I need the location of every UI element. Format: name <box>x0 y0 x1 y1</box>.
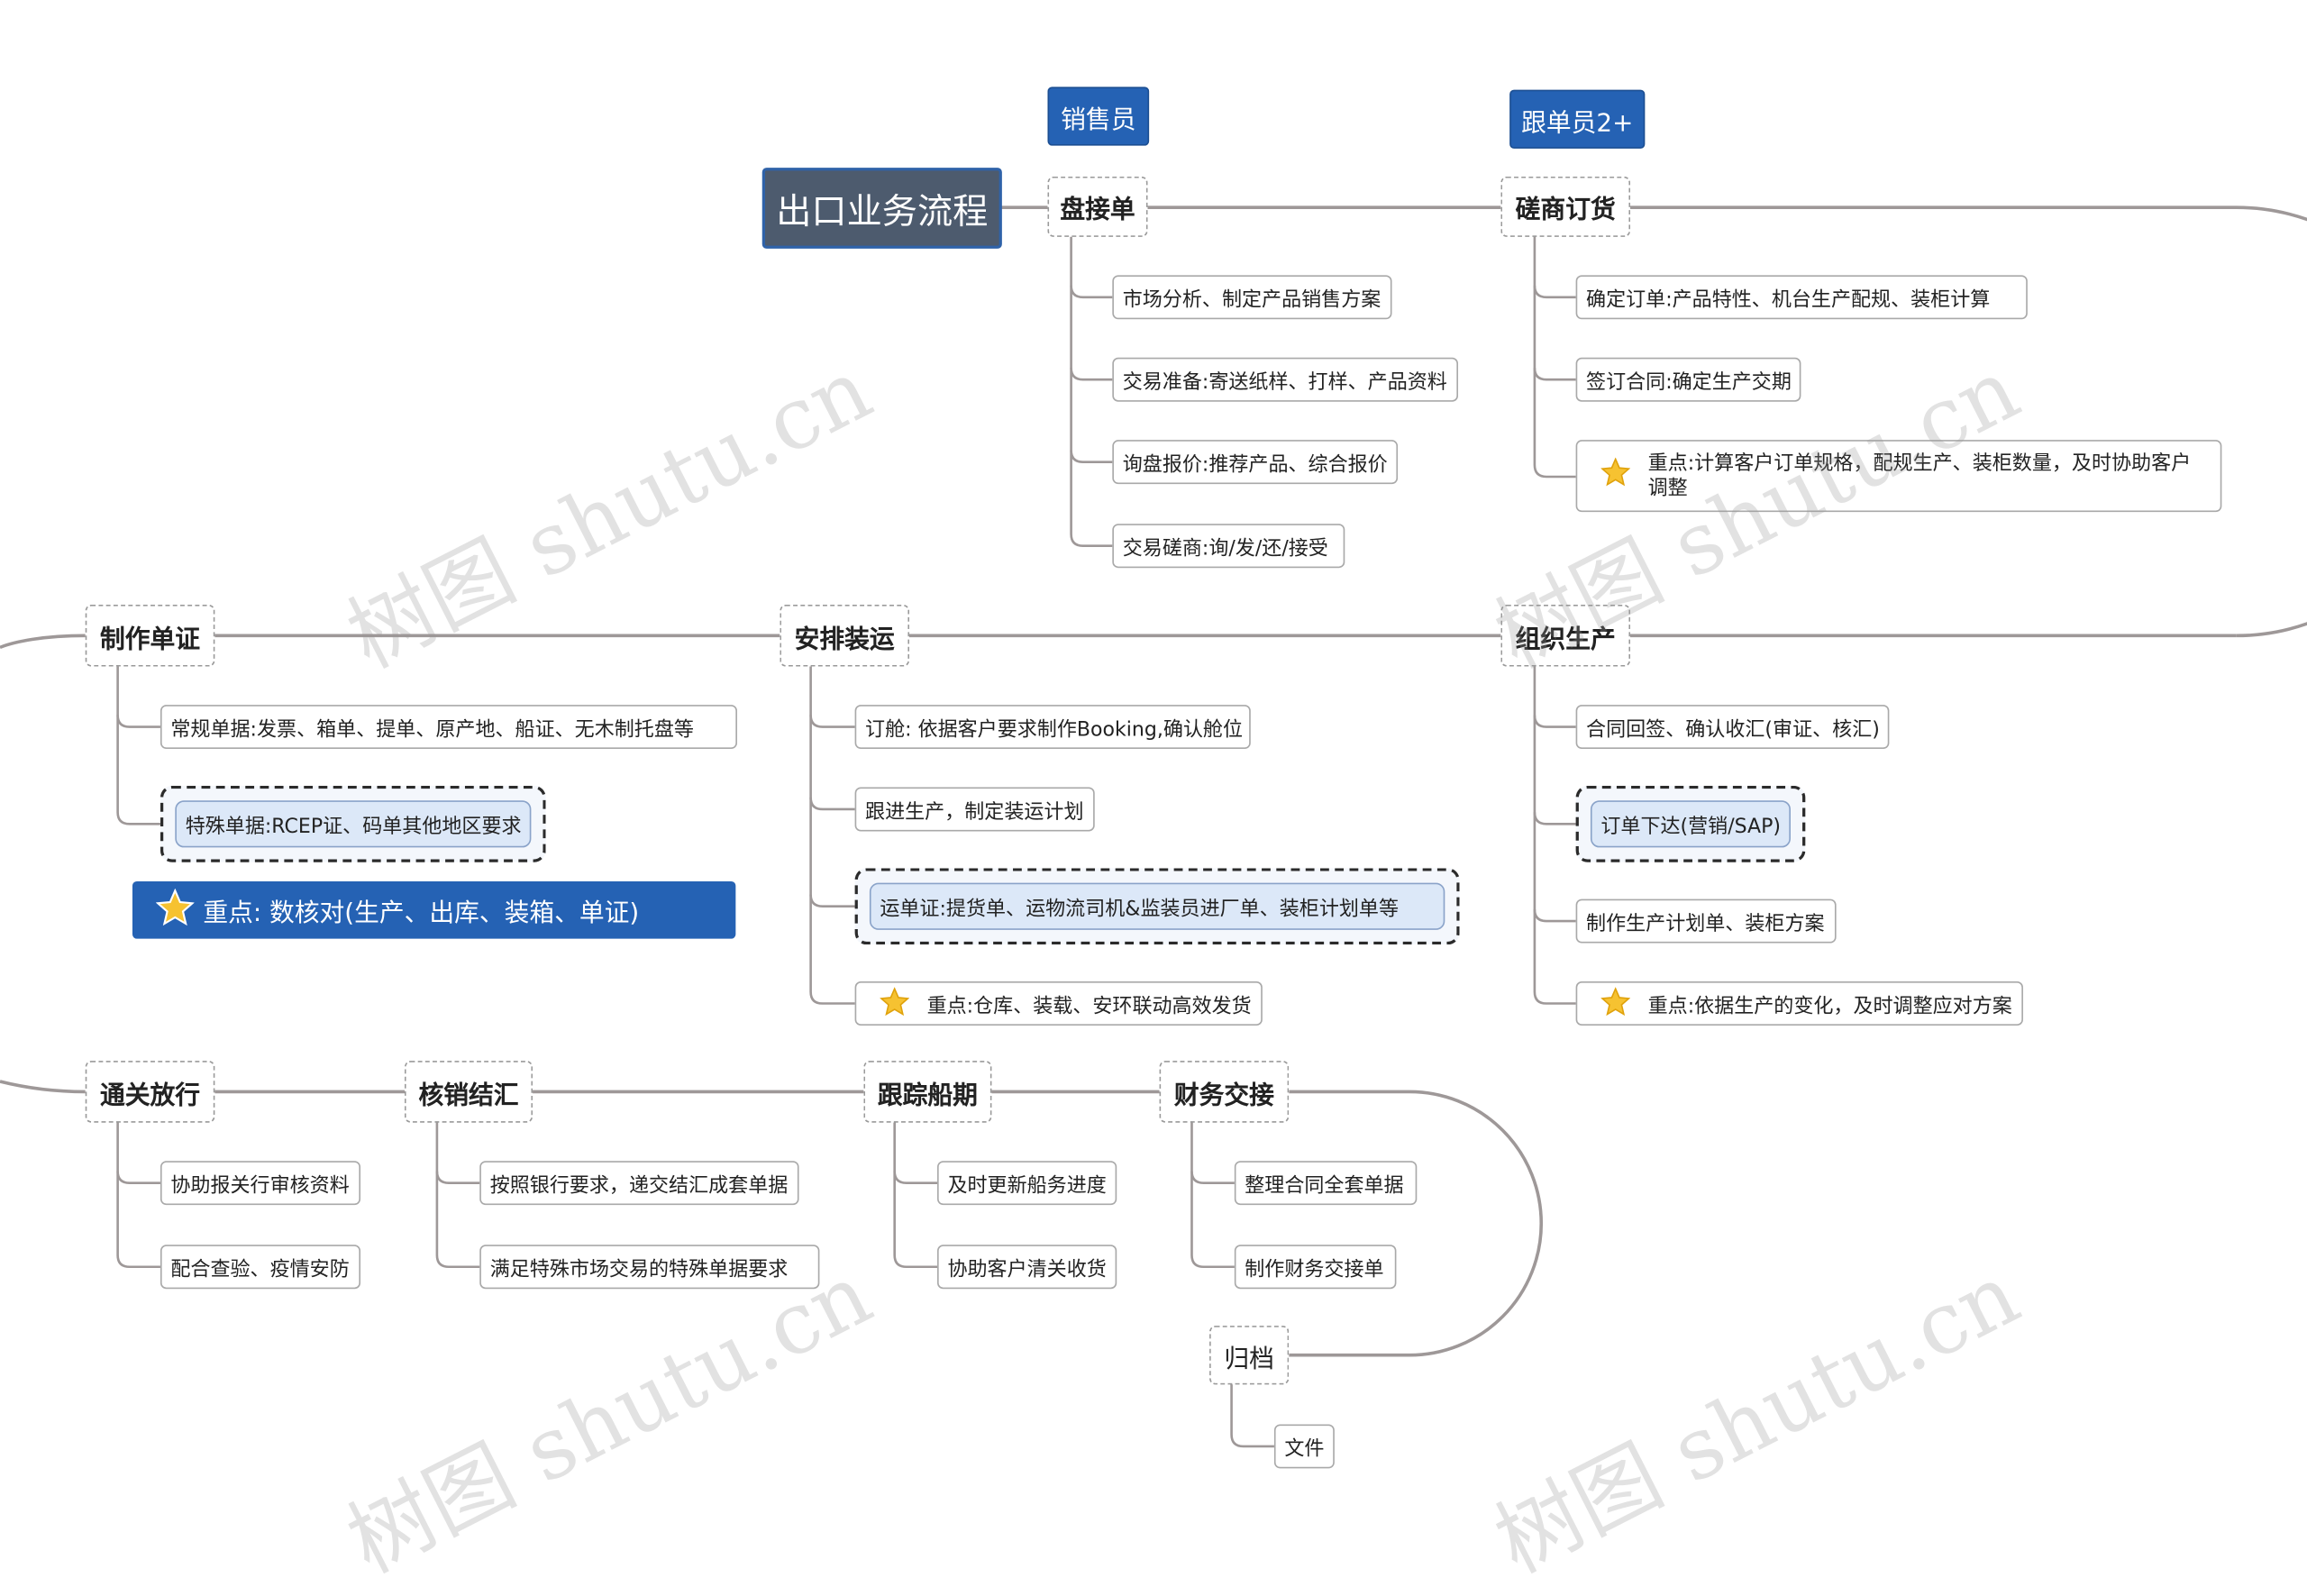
stage-caiwu-jiaojie[interactable]: 财务交接 <box>1159 1061 1290 1123</box>
star-icon <box>1600 987 1631 1017</box>
list-item[interactable]: 制作财务交接单 <box>1234 1245 1397 1290</box>
star-icon <box>1600 457 1631 487</box>
list-item[interactable]: 交易磋商:询/发/还/接受 <box>1112 524 1345 569</box>
stage-panjiedan[interactable]: 盘接单 <box>1047 176 1148 237</box>
key-point-item[interactable]: 重点:计算客户订单规格，配规生产、装柜数量，及时协助客户调整 <box>1575 440 2222 513</box>
list-item[interactable]: 签订合同:确定生产交期 <box>1575 357 1801 402</box>
list-item[interactable]: 满足特殊市场交易的特殊单据要求 <box>479 1245 820 1290</box>
key-point-item[interactable]: 重点:依据生产的变化，及时调整应对方案 <box>1575 981 2023 1026</box>
list-item[interactable]: 协助报关行审核资料 <box>160 1161 361 1206</box>
list-item[interactable]: 市场分析、制定产品销售方案 <box>1112 275 1392 320</box>
stage-guidang[interactable]: 归档 <box>1209 1326 1290 1385</box>
list-item-highlighted[interactable]: 运单证:提货单、运物流司机&监装员进厂单、装柜计划单等 <box>869 882 1445 930</box>
stage-zuzhi-shengchan[interactable]: 组织生产 <box>1500 605 1631 667</box>
list-item[interactable]: 确定订单:产品特性、机台生产配规、装柜计算 <box>1575 275 2028 320</box>
key-point-text: 重点:仓库、装载、安环联动高效发货 <box>926 994 1252 1018</box>
key-point-text: 重点: 数核对(生产、出库、装箱、单证) <box>203 898 640 929</box>
stage-cuoshang-dinghuo[interactable]: 磋商订货 <box>1500 176 1631 237</box>
list-item-highlighted[interactable]: 订单下达(营销/SAP) <box>1590 800 1791 848</box>
list-item[interactable]: 合同回签、确认收汇(审证、核汇) <box>1575 705 1890 750</box>
mindmap-canvas: 出口业务流程 销售员 跟单员2+ 盘接单 市场分析、制定产品销售方案 交易准备:… <box>0 87 2307 1592</box>
key-point-item[interactable]: 重点:仓库、装载、安环联动高效发货 <box>854 981 1263 1026</box>
key-point-text: 重点:依据生产的变化，及时调整应对方案 <box>1647 994 2012 1018</box>
role-tag-sales[interactable]: 销售员 <box>1047 87 1150 146</box>
key-point-text: 重点:计算客户订单规格，配规生产、装柜数量，及时协助客户调整 <box>1647 451 2192 500</box>
star-icon <box>156 889 195 926</box>
list-item[interactable]: 跟进生产，制定装运计划 <box>854 787 1095 832</box>
list-item[interactable]: 订舱: 依据客户要求制作Booking,确认舱位 <box>854 705 1251 750</box>
list-item-highlighted[interactable]: 特殊单据:RCEP证、码单其他地区要求 <box>175 800 532 848</box>
star-icon <box>880 987 910 1017</box>
stage-anpai-zhuangyun[interactable]: 安排装运 <box>780 605 910 667</box>
root-topic[interactable]: 出口业务流程 <box>761 168 1002 249</box>
stage-hexiao-jiehui[interactable]: 核销结汇 <box>404 1061 533 1123</box>
list-item[interactable]: 询盘报价:推荐产品、综合报价 <box>1112 440 1399 485</box>
list-item[interactable]: 整理合同全套单据 <box>1234 1161 1418 1206</box>
list-item[interactable]: 交易准备:寄送纸样、打样、产品资料 <box>1112 357 1459 402</box>
list-item[interactable]: 配合查验、疫情安防 <box>160 1245 361 1290</box>
role-tag-follow[interactable]: 跟单员2+ <box>1509 89 1646 149</box>
connector-lines <box>0 205 2307 1448</box>
list-item[interactable]: 按照银行要求，递交结汇成套单据 <box>479 1161 799 1206</box>
stage-zhizuo-danzheng[interactable]: 制作单证 <box>85 605 215 667</box>
list-item[interactable]: 文件 <box>1273 1424 1335 1469</box>
stage-tongguan-fangxing[interactable]: 通关放行 <box>85 1061 215 1123</box>
list-item[interactable]: 协助客户清关收货 <box>937 1245 1117 1290</box>
stage-genzong-chuanqi[interactable]: 跟踪船期 <box>863 1061 992 1123</box>
list-item[interactable]: 制作生产计划单、装柜方案 <box>1575 898 1837 944</box>
list-item[interactable]: 及时更新船务进度 <box>937 1161 1117 1206</box>
list-item[interactable]: 常规单据:发票、箱单、提单、原产地、船证、无木制托盘等 <box>160 705 737 750</box>
key-point-banner[interactable]: 重点: 数核对(生产、出库、装箱、单证) <box>132 880 736 939</box>
